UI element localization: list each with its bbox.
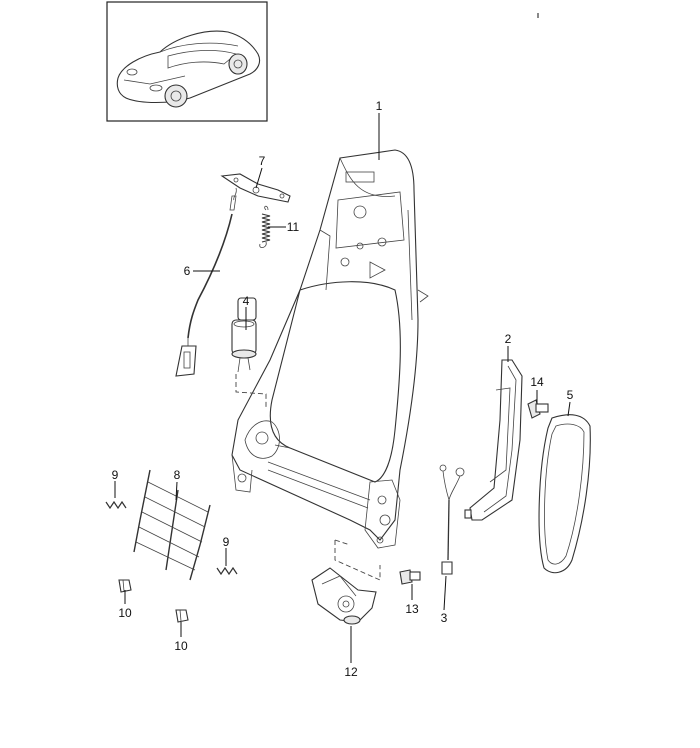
motor-link-dashed xyxy=(235,374,267,408)
callout-13: 13 xyxy=(405,602,419,616)
tension-spring xyxy=(259,205,271,248)
car-icon xyxy=(116,30,261,108)
vehicle-thumbnail xyxy=(106,1,268,122)
bolt-13 xyxy=(399,569,421,585)
release-cable xyxy=(175,187,237,377)
wiring-harness xyxy=(439,464,472,575)
callout-3: 3 xyxy=(441,611,448,625)
backrest-frame xyxy=(231,149,429,549)
cover-panel xyxy=(538,414,591,574)
callout-11: 11 xyxy=(287,220,300,234)
callout-9-left: 9 xyxy=(112,468,119,482)
clip-spring-left xyxy=(105,500,127,510)
callout-7: 7 xyxy=(259,154,266,168)
callout-14: 14 xyxy=(530,375,544,389)
clip-spring-right xyxy=(216,566,238,576)
wire-mesh xyxy=(133,469,211,581)
callout-1: 1 xyxy=(376,99,383,113)
clip-left xyxy=(118,579,132,593)
callout-4: 4 xyxy=(243,294,250,308)
actuator-motor xyxy=(231,297,257,373)
leader-lines xyxy=(114,113,571,663)
callouts: 1 2 3 4 5 6 7 8 9 9 10 10 11 12 13 14 xyxy=(112,99,574,679)
callout-5: 5 xyxy=(567,388,574,402)
callout-10-right: 10 xyxy=(174,639,188,653)
callout-8: 8 xyxy=(174,468,181,482)
callout-2: 2 xyxy=(505,332,512,346)
callout-12: 12 xyxy=(344,665,358,679)
clip-right xyxy=(175,609,189,623)
callout-9-right: 9 xyxy=(223,535,230,549)
recliner-bracket xyxy=(311,539,381,625)
callout-10-left: 10 xyxy=(118,606,132,620)
callout-6: 6 xyxy=(184,264,191,278)
side-trim xyxy=(469,359,523,521)
screw-14 xyxy=(527,399,549,419)
